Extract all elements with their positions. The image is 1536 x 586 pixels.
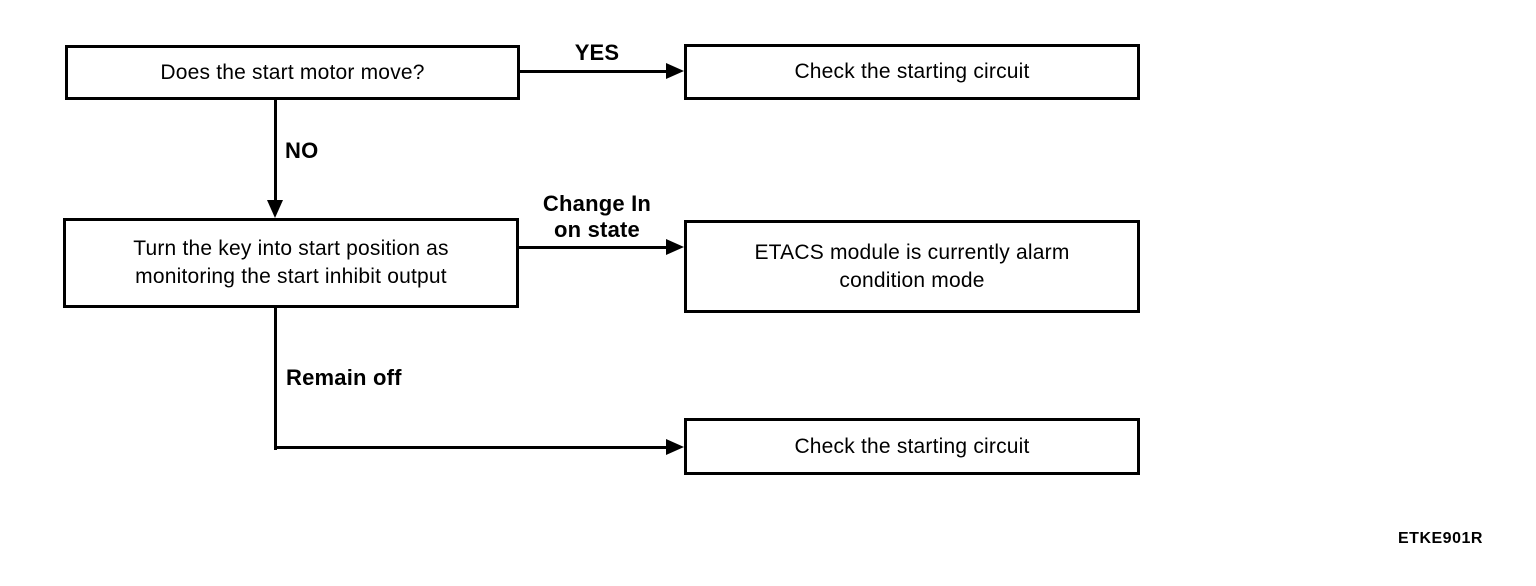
arrowhead-right-yes-icon xyxy=(666,63,684,79)
node-etacs-alarm: ETACS module is currently alarm conditio… xyxy=(684,220,1140,313)
edge-label-remain-off: Remain off xyxy=(286,365,402,390)
edge-label-no: NO xyxy=(285,138,319,163)
node-start-question-label: Does the start motor move? xyxy=(160,60,425,84)
connector-change-line xyxy=(519,246,667,249)
arrowhead-down-no-icon xyxy=(267,200,283,218)
edge-label-yes: YES xyxy=(574,40,620,65)
node-check-starting-circuit-top-label: Check the starting circuit xyxy=(794,60,1030,83)
node-turn-key-label: Turn the key into start position as moni… xyxy=(133,237,449,288)
node-check-starting-circuit-bottom: Check the starting circuit xyxy=(684,418,1140,475)
connector-remain-horizontal-line xyxy=(274,446,668,449)
connector-remain-vertical-line xyxy=(274,307,277,450)
node-start-question: Does the start motor move? xyxy=(65,45,520,100)
connector-yes-line xyxy=(520,70,670,73)
node-check-starting-circuit-bottom-label: Check the starting circuit xyxy=(794,434,1030,458)
node-etacs-alarm-label: ETACS module is currently alarm conditio… xyxy=(754,240,1070,292)
node-check-starting-circuit-top: Check the starting circuit xyxy=(684,44,1140,100)
arrowhead-right-remain-icon xyxy=(666,439,684,455)
edge-label-change-in-on-state: Change In on state xyxy=(542,191,652,242)
arrowhead-right-change-icon xyxy=(666,239,684,255)
node-turn-key: Turn the key into start position as moni… xyxy=(63,218,519,308)
reference-code: ETKE901R xyxy=(1398,530,1483,547)
connector-no-line xyxy=(274,100,277,201)
